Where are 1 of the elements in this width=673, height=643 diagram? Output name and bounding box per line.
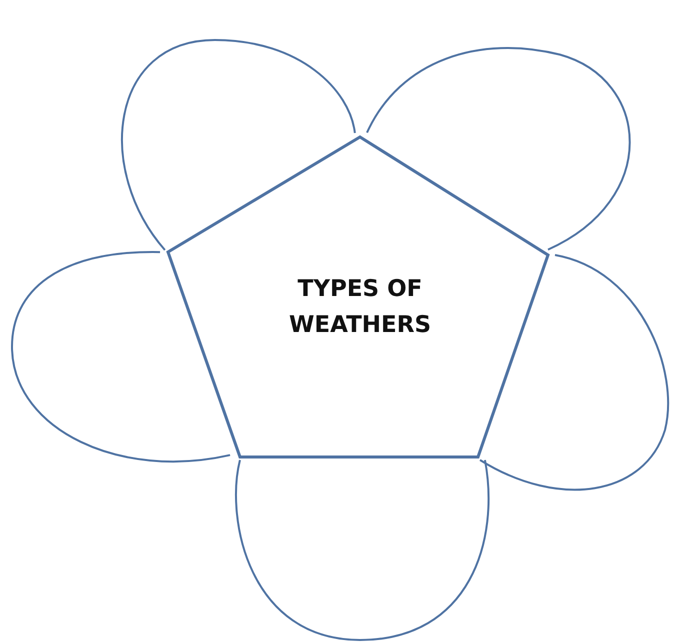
node-label: TYPES OF WEATHERS: [288, 275, 432, 340]
